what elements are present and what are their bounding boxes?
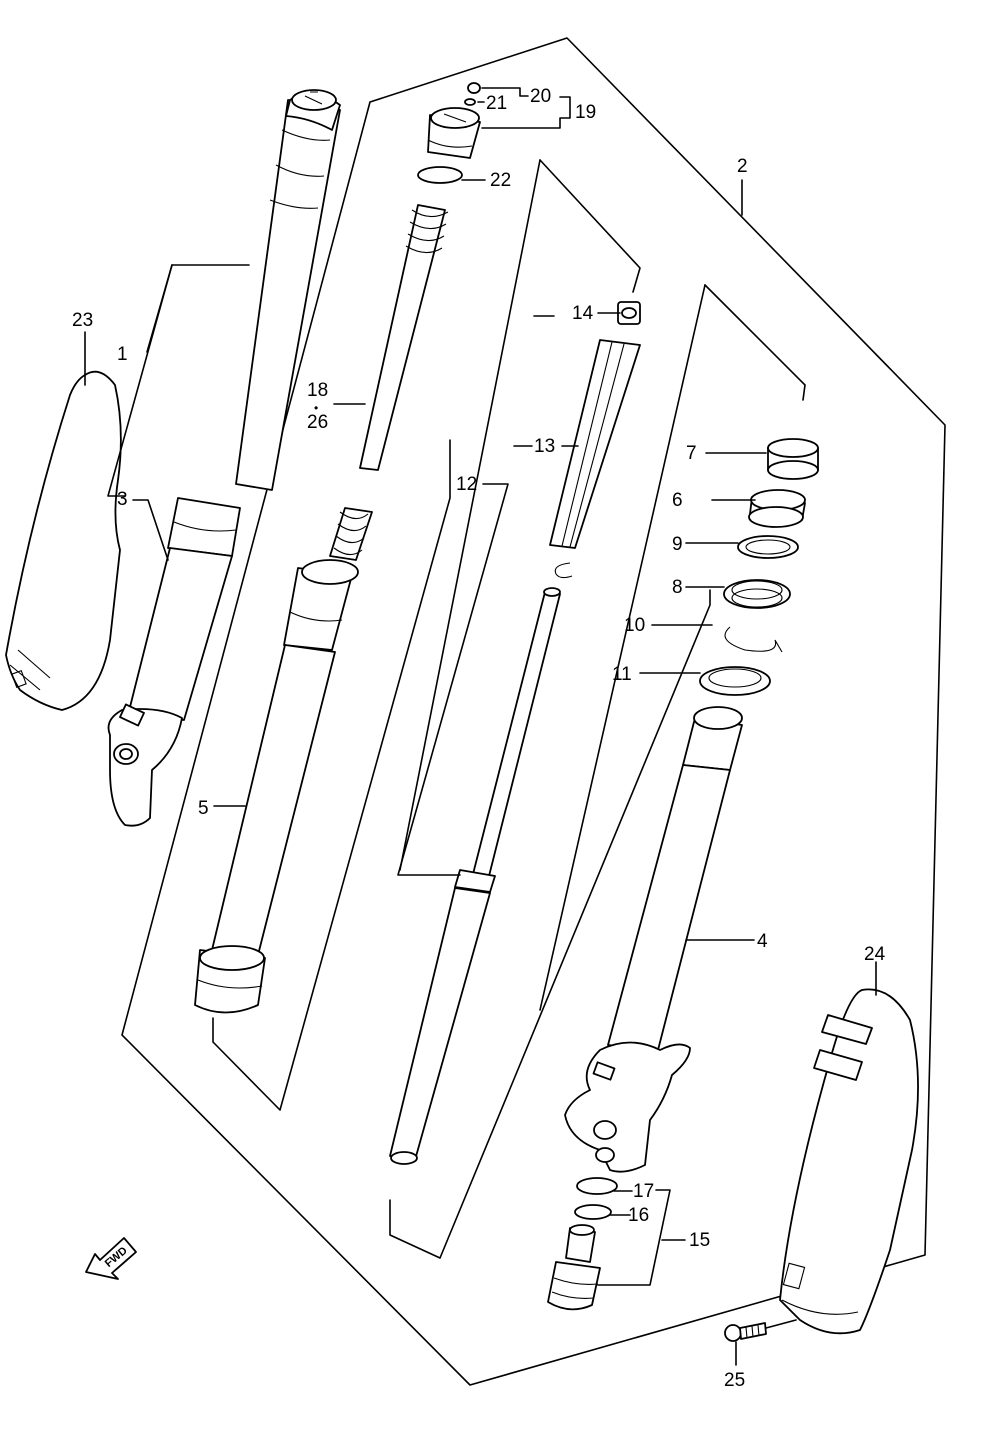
callout-5: 5	[198, 798, 209, 819]
callout-7: 7	[686, 443, 697, 464]
callout-2: 2	[737, 156, 748, 177]
part-12-damper-rod	[389, 587, 561, 1165]
callout-13: 13	[534, 436, 555, 457]
assembly-outline-2	[121, 37, 946, 1386]
part-23-fork-guard	[5, 370, 122, 711]
callout-19: 19	[575, 102, 596, 123]
part-16-o-ring	[574, 1204, 612, 1220]
callout-16: 16	[628, 1205, 649, 1226]
callout-8: 8	[672, 577, 683, 598]
part-20-screw	[464, 82, 481, 106]
callout-9: 9	[672, 534, 683, 555]
subassembly-outline-12b	[389, 589, 711, 1259]
callout-26: 26	[307, 412, 328, 433]
part-4-outer-tube	[564, 706, 743, 1173]
callout-17: 17	[633, 1181, 654, 1202]
callout-3: 3	[117, 489, 128, 510]
callout-4: 4	[757, 931, 768, 952]
callout-25: 25	[724, 1370, 745, 1391]
callout-18: 18	[307, 380, 328, 401]
part-10-snap-ring	[724, 626, 783, 653]
subassembly-outline-4c	[539, 284, 706, 1011]
part-11-dust-seal	[699, 666, 771, 696]
part-15-base-valve	[547, 1224, 601, 1311]
subassembly-outline-4	[704, 284, 806, 401]
part-9-washer-inner	[745, 539, 791, 555]
callout-15: 15	[689, 1230, 710, 1251]
callout-18-dot: •	[314, 401, 318, 415]
part-18-spring-rod	[329, 204, 449, 561]
part-17-o-ring	[576, 1177, 618, 1195]
part-8-oil-seal	[723, 579, 791, 609]
part-1-fork-assembly	[107, 89, 341, 827]
callout-10: 10	[624, 615, 645, 636]
callout-labels: 1 2 3 4 5 6 7 8 9 10 11 12 13 14 15 16 1…	[72, 86, 886, 1391]
part-6-bushing	[748, 489, 806, 528]
callout-1: 1	[117, 344, 128, 365]
part-clip	[554, 562, 573, 579]
front-direction-arrow-icon: FWD	[85, 1237, 137, 1280]
part-7-bushing	[767, 438, 819, 480]
callout-14: 14	[572, 303, 594, 324]
part-5-inner-tube	[194, 559, 359, 1014]
part-22-o-ring	[417, 166, 463, 184]
callout-24: 24	[864, 944, 886, 965]
callout-12: 12	[456, 474, 477, 495]
callout-11: 11	[612, 664, 632, 685]
callout-6: 6	[672, 490, 683, 511]
callout-21: 21	[486, 93, 507, 114]
subassembly-outline-4b	[399, 159, 541, 871]
subassembly-outline-12	[539, 159, 641, 293]
part-13-cartridge	[549, 301, 641, 549]
part-19-cap-bolt	[427, 107, 481, 159]
callout-20: 20	[530, 86, 551, 107]
part-9-washer	[737, 535, 799, 559]
part-25-bolt	[724, 1322, 767, 1342]
callout-22: 22	[490, 170, 511, 191]
part-24-fork-guard	[779, 988, 919, 1335]
leader-lines	[84, 87, 877, 1366]
subassembly-outline-5	[212, 439, 451, 1111]
callout-23: 23	[72, 310, 93, 331]
